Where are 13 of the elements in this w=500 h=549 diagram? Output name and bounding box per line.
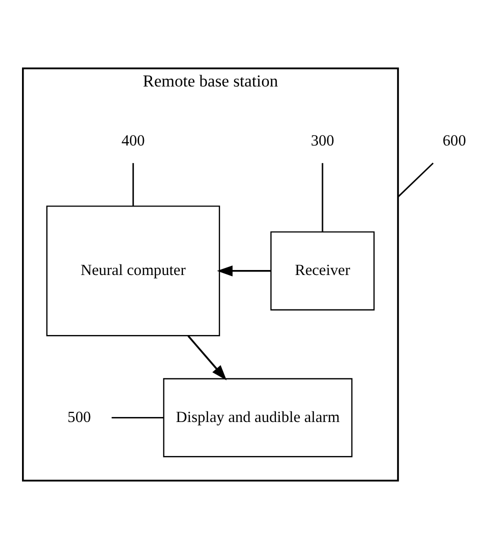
connector	[132, 163, 134, 206]
node-box: Receiver	[270, 231, 375, 310]
connector	[322, 163, 324, 232]
arrow	[216, 265, 271, 276]
arrow	[188, 335, 227, 380]
node-text: 600	[442, 132, 466, 150]
connector	[398, 162, 434, 198]
node-text: 500	[68, 408, 91, 426]
node-text: 300	[310, 132, 334, 150]
connector	[112, 416, 164, 418]
node-box: Display and audible alarm	[163, 378, 352, 458]
node-box: Neural computer	[46, 206, 220, 336]
node-text: 400	[121, 132, 145, 150]
